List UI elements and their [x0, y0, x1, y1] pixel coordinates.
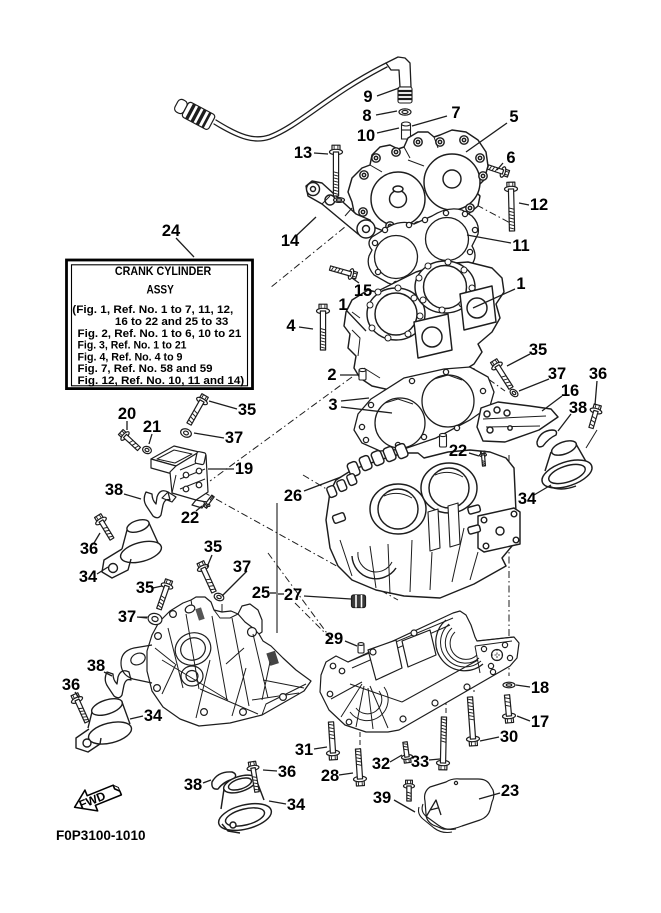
svg-text:35: 35: [204, 538, 222, 556]
svg-text:12: 12: [530, 196, 548, 214]
svg-text:22: 22: [181, 509, 199, 527]
svg-text:15: 15: [354, 282, 372, 300]
svg-text:38: 38: [87, 657, 105, 675]
svg-text:19: 19: [235, 460, 253, 478]
svg-text:35: 35: [238, 401, 256, 419]
svg-text:32: 32: [372, 755, 390, 773]
svg-text:38: 38: [105, 481, 123, 499]
svg-text:35: 35: [529, 341, 547, 359]
svg-text:16: 16: [561, 382, 579, 400]
svg-text:37: 37: [233, 558, 251, 576]
svg-text:36: 36: [62, 676, 80, 694]
svg-text:17: 17: [531, 713, 549, 731]
svg-text:9: 9: [363, 88, 372, 106]
svg-text:CRANK CYLINDER: CRANK CYLINDER: [115, 266, 212, 278]
svg-text:1: 1: [516, 275, 525, 293]
svg-text:ASSY: ASSY: [147, 284, 175, 296]
svg-text:3: 3: [328, 396, 337, 414]
svg-text:34: 34: [144, 707, 163, 725]
svg-text:37: 37: [225, 429, 243, 447]
svg-text:34: 34: [287, 796, 306, 814]
svg-text:25: 25: [252, 584, 270, 602]
svg-text:11: 11: [512, 237, 529, 255]
svg-text:37: 37: [548, 365, 566, 383]
svg-text:34: 34: [79, 568, 98, 586]
svg-text:Fig. 3, Ref. No. 1 to 21: Fig. 3, Ref. No. 1 to 21: [78, 340, 187, 352]
svg-text:20: 20: [118, 405, 136, 423]
svg-text:28: 28: [321, 767, 339, 785]
svg-text:Fig. 4, Ref. No. 4 to 9: Fig. 4, Ref. No. 4 to 9: [78, 351, 183, 363]
svg-text:2: 2: [327, 366, 336, 384]
svg-text:14: 14: [281, 232, 300, 250]
svg-text:39: 39: [373, 789, 391, 807]
svg-text:38: 38: [569, 399, 587, 417]
svg-text:13: 13: [294, 144, 312, 162]
svg-text:Fig. 7, Ref. No. 58 and 59: Fig. 7, Ref. No. 58 and 59: [78, 363, 213, 375]
svg-text:1: 1: [338, 296, 347, 314]
svg-text:(Fig. 1, Ref. No. 1 to 7, 11,: (Fig. 1, Ref. No. 1 to 7, 11, 12,: [72, 304, 233, 316]
svg-text:7: 7: [451, 104, 460, 122]
svg-text:16 to 22 and 25 to 33: 16 to 22 and 25 to 33: [115, 316, 228, 328]
svg-text:36: 36: [589, 365, 607, 383]
svg-text:Fig. 2, Ref. No. 1 to 6, 10 to: Fig. 2, Ref. No. 1 to 6, 10 to 21: [78, 328, 242, 340]
svg-text:23: 23: [501, 782, 519, 800]
svg-text:18: 18: [531, 679, 549, 697]
svg-text:10: 10: [357, 127, 375, 145]
svg-text:27: 27: [284, 586, 302, 604]
svg-text:35: 35: [136, 579, 154, 597]
svg-text:4: 4: [286, 317, 296, 335]
svg-text:31: 31: [295, 741, 313, 759]
svg-text:38: 38: [184, 776, 202, 794]
svg-text:33: 33: [411, 753, 429, 771]
svg-text:26: 26: [284, 487, 302, 505]
svg-text:22: 22: [449, 442, 467, 460]
svg-text:36: 36: [278, 763, 296, 781]
svg-text:F0P3100-1010: F0P3100-1010: [56, 828, 146, 843]
svg-text:29: 29: [325, 630, 343, 648]
svg-text:Fig. 12, Ref. No. 10, 11 and 1: Fig. 12, Ref. No. 10, 11 and 14): [78, 375, 245, 387]
svg-text:21: 21: [143, 418, 161, 436]
svg-text:5: 5: [509, 108, 518, 126]
svg-text:37: 37: [118, 608, 136, 626]
svg-text:6: 6: [506, 149, 515, 167]
svg-text:8: 8: [362, 107, 371, 125]
svg-text:24: 24: [162, 222, 181, 240]
svg-text:34: 34: [518, 490, 537, 508]
svg-text:36: 36: [80, 540, 98, 558]
svg-text:30: 30: [500, 728, 518, 746]
